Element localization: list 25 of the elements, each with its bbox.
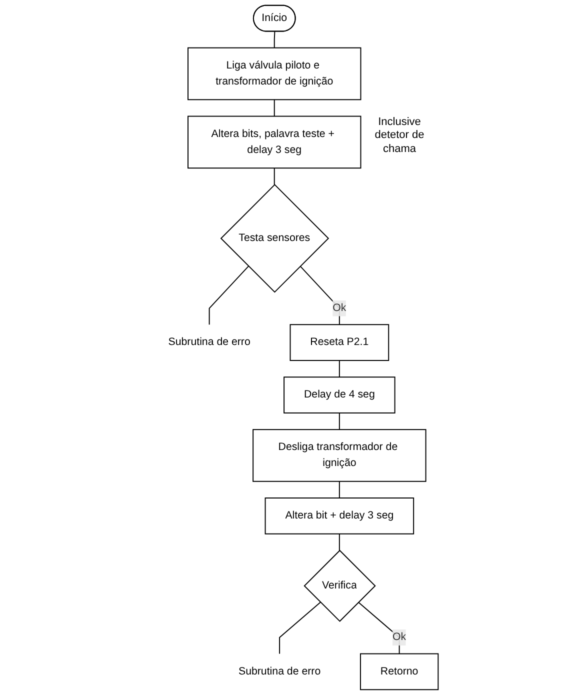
connector	[274, 168, 275, 186]
connector	[338, 533, 340, 551]
node-text: Subrutina de erro	[238, 666, 320, 678]
connector	[208, 266, 249, 326]
node-box: Altera bit + delay 3 seg	[264, 498, 414, 534]
node-box: Reseta P2.1	[290, 324, 389, 361]
node-box: Retorno	[360, 653, 438, 690]
connector	[338, 480, 340, 498]
connector	[274, 99, 275, 117]
node-box: Liga válvula piloto e transformador de ignição	[187, 47, 361, 100]
node-diamond: Verifica	[303, 550, 376, 622]
node-text: Subrutina de erro	[168, 336, 250, 348]
node-box: Altera bits, palavra teste + delay 3 seg	[187, 116, 361, 169]
note-text: Inclusive detetor de chama	[374, 116, 426, 156]
edge-label: Ok	[392, 632, 406, 643]
node-box: Desliga transformador de ignição	[252, 429, 426, 482]
connector	[338, 360, 340, 378]
node-box: Delay de 4 seg	[283, 376, 396, 414]
connector	[338, 412, 340, 430]
connector	[358, 602, 400, 654]
connector	[278, 602, 321, 654]
edge-label: Ok	[332, 302, 346, 314]
connector	[274, 31, 275, 48]
connector	[300, 266, 340, 326]
node-diamond: Testa sensores	[220, 184, 329, 293]
